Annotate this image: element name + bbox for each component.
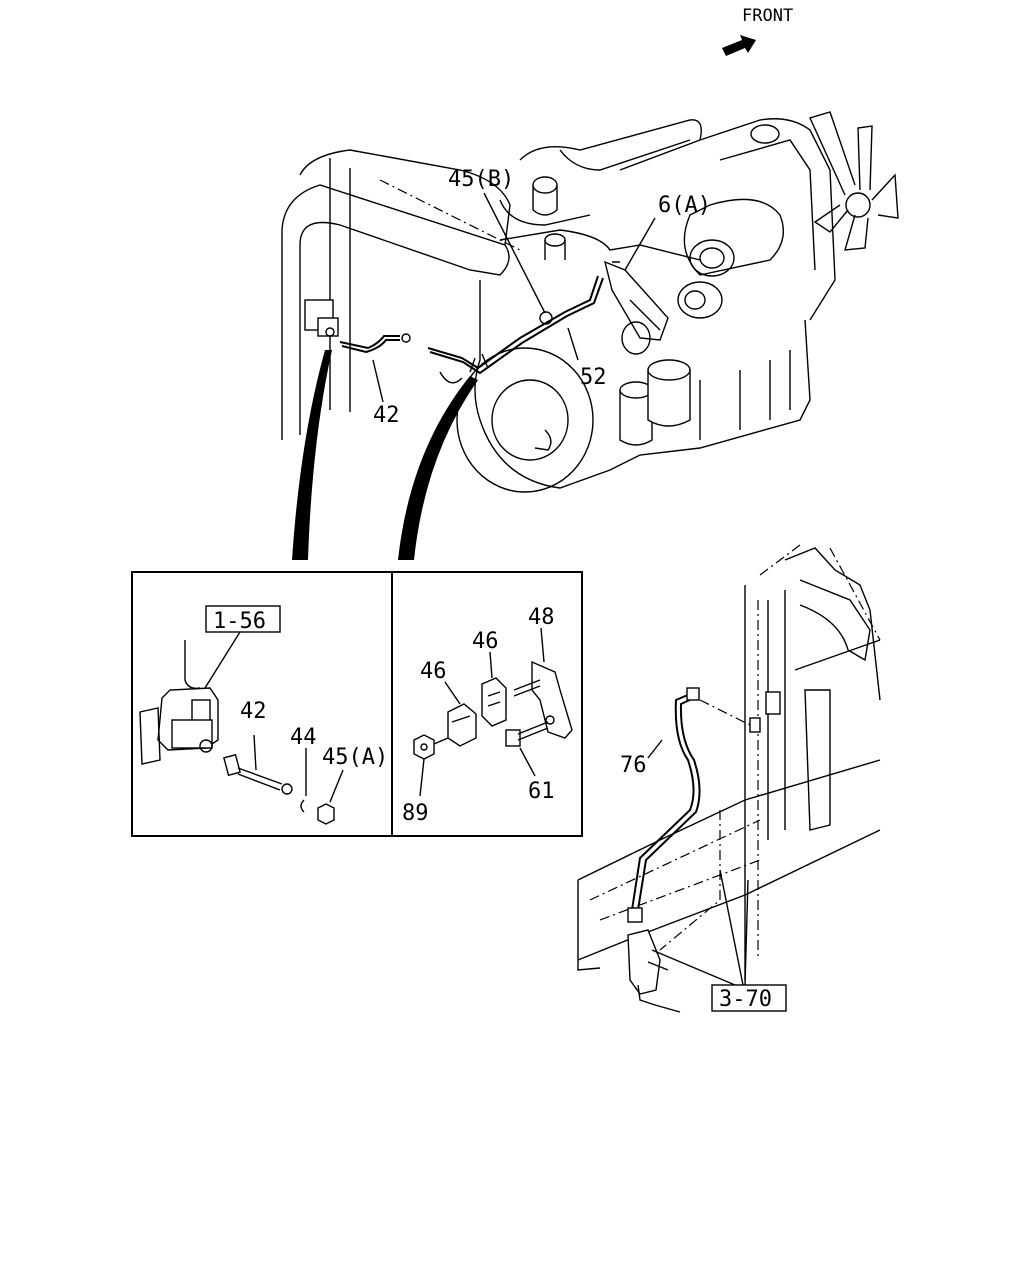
engine-view: 45(B) 6(A) 52 42 <box>281 111 899 493</box>
callout-45a: 45(A) <box>322 745 388 770</box>
chassis-view: 76 3-70 <box>577 544 881 1013</box>
callout-76: 76 <box>620 753 647 778</box>
callout-42-detail: 42 <box>240 699 267 724</box>
callout-46-lower: 46 <box>420 659 447 684</box>
fan-icon <box>809 111 899 251</box>
callout-46-upper: 46 <box>472 629 499 654</box>
callout-52: 52 <box>580 365 607 390</box>
front-label: FRONT <box>742 6 793 26</box>
front-arrow-icon <box>722 35 756 56</box>
callout-48: 48 <box>528 605 555 630</box>
front-indicator: FRONT <box>722 6 793 56</box>
callout-3-70: 3-70 <box>719 987 772 1012</box>
callout-1-56: 1-56 <box>213 609 266 634</box>
ref-box-3-70 <box>711 984 787 1012</box>
callout-6a: 6(A) <box>658 193 711 218</box>
callout-89: 89 <box>402 801 429 826</box>
callout-45b: 45(B) <box>448 167 514 192</box>
callout-42-main: 42 <box>373 403 400 428</box>
detail-pointer-right <box>398 376 478 560</box>
detail-box: 1-56 42 44 45(A) <box>131 571 583 837</box>
detail-pointer-left <box>292 350 332 560</box>
ref-box-1-56 <box>205 605 281 633</box>
callout-61: 61 <box>528 779 555 804</box>
callout-44: 44 <box>290 725 317 750</box>
